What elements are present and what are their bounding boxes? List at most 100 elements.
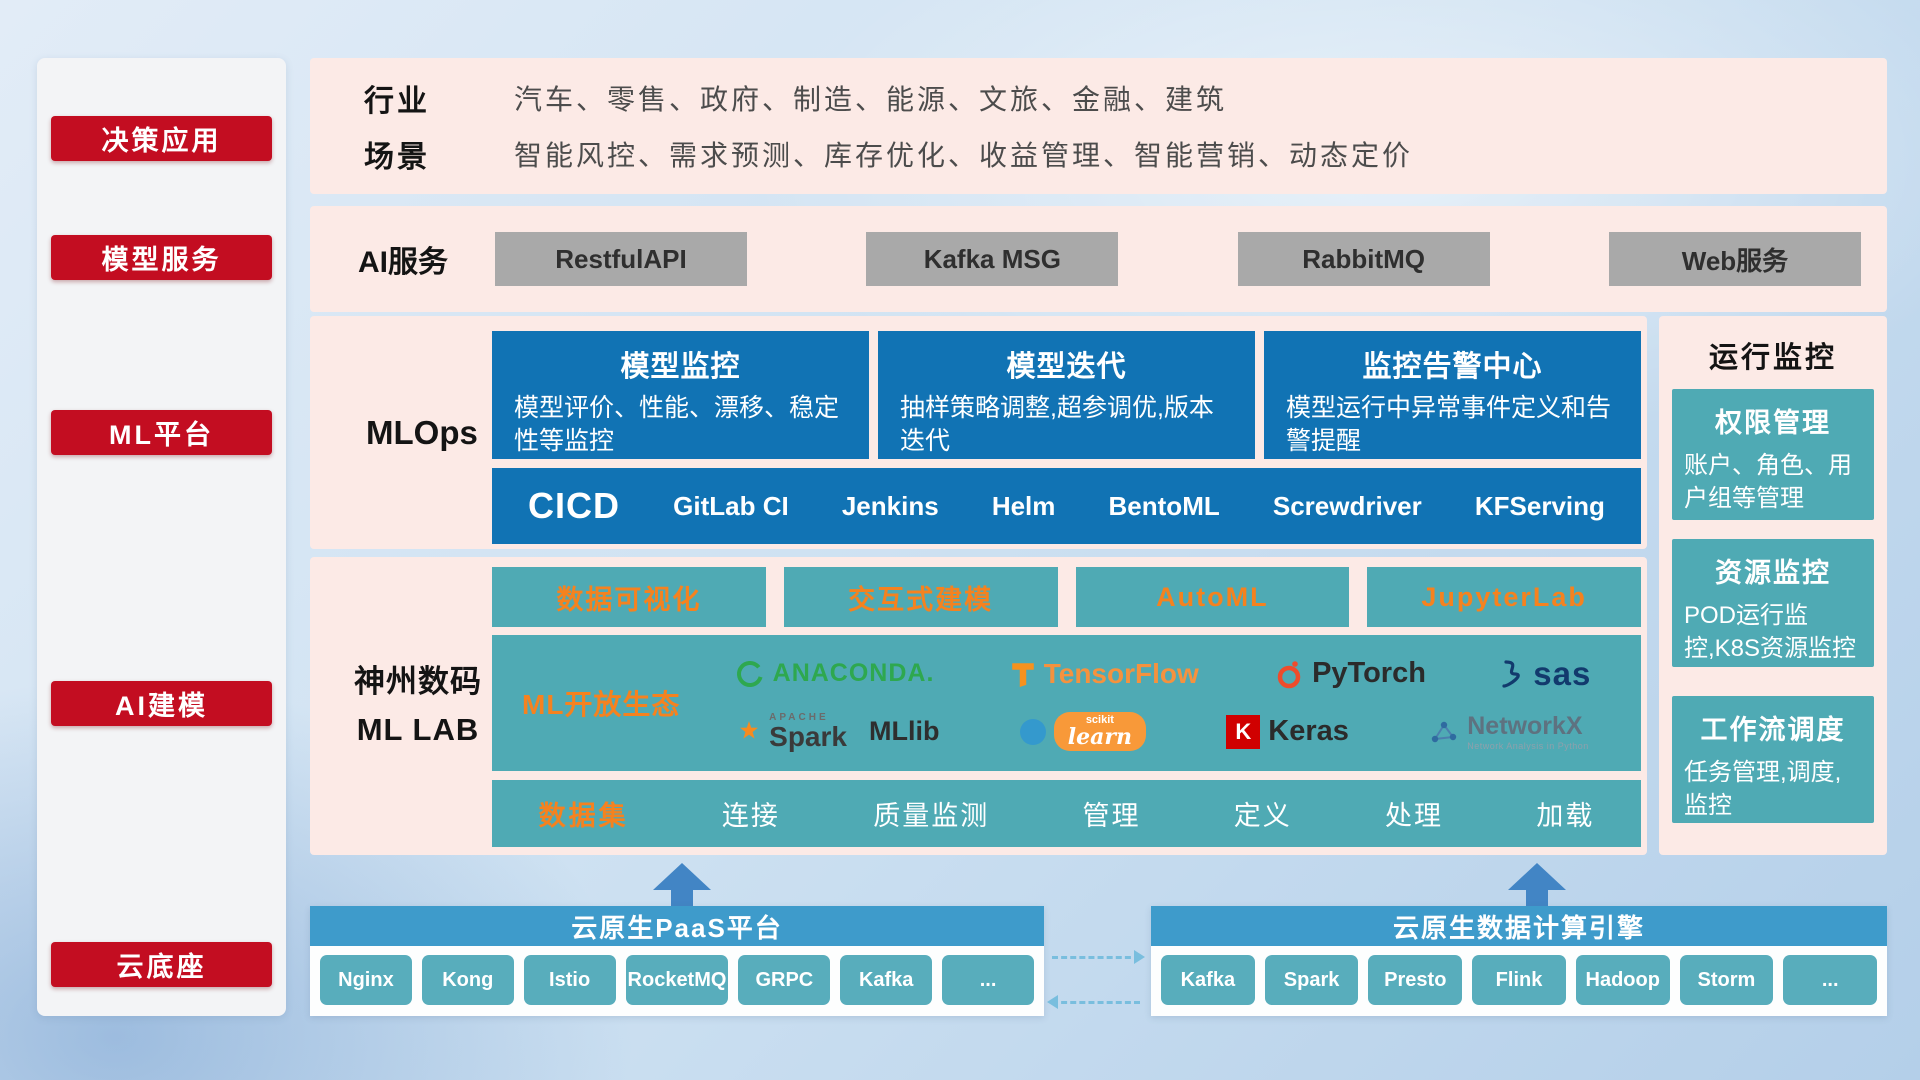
- card-title: 监控告警中心: [1362, 351, 1543, 383]
- dataset-item-manage: 管理: [1082, 801, 1141, 831]
- spark-wordmark: Spark: [769, 720, 847, 752]
- spark-wordmark-stack: APACHE Spark: [769, 711, 847, 752]
- presto-chip: Presto: [1368, 955, 1463, 1005]
- dataset-item-define: 定义: [1233, 801, 1292, 831]
- sas-logo: sas: [1501, 655, 1591, 693]
- industry-list: 汽车、零售、政府、制造、能源、文旅、金融、建筑: [514, 84, 1228, 115]
- cicd-item-kfserving: KFServing: [1474, 490, 1605, 521]
- permission-management-card: 权限管理 账户、角色、用户组等管理: [1672, 389, 1874, 520]
- tensorflow-wordmark: TensorFlow: [1043, 657, 1199, 689]
- tensorflow-icon: [1011, 663, 1034, 688]
- up-arrow-right: [1508, 863, 1566, 907]
- paas-components: Nginx Kong Istio RocketMQ GRPC Kafka ...: [310, 946, 1044, 1016]
- scene-label: 场景: [364, 141, 430, 174]
- cicd-bar: CICD GitLab CI Jenkins Helm BentoML Scre…: [492, 468, 1641, 544]
- cicd-item-helm: Helm: [991, 490, 1056, 521]
- ai-service-buttons: RestfulAPI Kafka MSG RabbitMQ Web服务: [495, 232, 1861, 286]
- dashed-arrow-right: [1052, 950, 1145, 964]
- networkx-icon: [1432, 721, 1457, 742]
- application-panel: 行业 汽车、零售、政府、制造、能源、文旅、金融、建筑 场景 智能风控、需求预测、…: [310, 58, 1887, 194]
- mllab-panel: 神州数码 ML LAB 数据可视化 交互式建模 AutoML JupyterLa…: [310, 557, 1647, 855]
- pytorch-logo: PyTorch: [1274, 657, 1426, 690]
- mllib-wordmark: MLlib: [868, 716, 940, 747]
- web-service-button: Web服务: [1608, 232, 1861, 286]
- scikit-learn-logo: scikit learn: [1019, 712, 1146, 752]
- mlops-label: MLOps: [366, 413, 478, 451]
- cicd-item-bentoml: BentoML: [1108, 490, 1220, 521]
- mllab-label: 神州数码 ML LAB: [338, 658, 498, 754]
- ml-ecosystem-box: ML开放生态 ANACONDA. TensorFlow PyTorch: [492, 635, 1641, 771]
- pytorch-icon: [1277, 660, 1301, 688]
- data-compute-engine-module: 云原生数据计算引擎 Kafka Spark Presto Flink Hadoo…: [1151, 906, 1887, 1016]
- automl-box: AutoML: [1075, 567, 1350, 627]
- networkx-logo: NetworkX Network Analysis in Python: [1429, 712, 1589, 751]
- flink-chip: Flink: [1472, 955, 1566, 1005]
- rocketmq-chip: RocketMQ: [625, 955, 729, 1005]
- spark-mllib-logo: APACHE Spark MLlib: [737, 711, 940, 752]
- mllab-tools-row: 数据可视化 交互式建模 AutoML JupyterLab: [492, 567, 1641, 627]
- rabbitmq-button: RabbitMQ: [1237, 232, 1490, 286]
- anaconda-logo: ANACONDA.: [735, 659, 935, 689]
- cicd-item-screwdriver: Screwdriver: [1272, 490, 1422, 521]
- cicd-item-gitlab: GitLab CI: [673, 490, 789, 521]
- dataset-label: 数据集: [538, 801, 629, 831]
- scene-list: 智能风控、需求预测、库存优化、收益管理、智能营销、动态定价: [514, 140, 1414, 171]
- card-desc: 账户、角色、用户组等管理: [1684, 452, 1852, 513]
- keras-logo: K Keras: [1226, 714, 1349, 749]
- cicd-title: CICD: [528, 485, 620, 526]
- data-visualization-box: 数据可视化: [492, 567, 766, 627]
- mlops-cards: 模型监控 模型评价、性能、漂移、稳定性等监控 模型迭代 抽样策略调整,超参调优,…: [492, 331, 1641, 459]
- sas-wordmark: sas: [1533, 654, 1592, 692]
- scikit-blob: scikit learn: [1053, 712, 1146, 752]
- card-title: 模型监控: [620, 351, 741, 383]
- spark-chip: Spark: [1264, 955, 1359, 1005]
- hadoop-chip: Hadoop: [1575, 955, 1670, 1005]
- mlops-panel: MLOps 模型监控 模型评价、性能、漂移、稳定性等监控 模型迭代 抽样策略调整…: [310, 316, 1647, 549]
- model-iteration-card: 模型迭代 抽样策略调整,超参调优,版本迭代: [878, 331, 1255, 459]
- dataset-bar: 数据集 连接 质量监测 管理 定义 处理 加载: [492, 780, 1641, 847]
- learn-wordmark: learn: [1067, 724, 1132, 751]
- card-desc: 抽样策略调整,超参调优,版本迭代: [900, 394, 1214, 455]
- keras-icon: K: [1226, 714, 1261, 749]
- kong-chip: Kong: [421, 955, 514, 1005]
- restfulapi-button: RestfulAPI: [495, 232, 747, 286]
- istio-chip: Istio: [523, 955, 616, 1005]
- dataset-item-quality: 质量监测: [873, 801, 990, 831]
- logo-row-1: ANACONDA. TensorFlow PyTorch sas: [697, 655, 1629, 693]
- keras-wordmark: Keras: [1268, 715, 1349, 748]
- layer-label-model-service: 模型服务: [51, 235, 272, 280]
- grpc-chip: GRPC: [738, 955, 831, 1005]
- alert-center-card: 监控告警中心 模型运行中异常事件定义和告警提醒: [1264, 331, 1641, 459]
- card-title: 资源监控: [1715, 558, 1831, 588]
- networkx-wordmark-stack: NetworkX Network Analysis in Python: [1467, 712, 1589, 751]
- runtime-monitoring-panel: 运行监控 权限管理 账户、角色、用户组等管理 资源监控 POD运行监控,K8S资…: [1659, 316, 1887, 855]
- kafka-chip: Kafka: [1161, 955, 1255, 1005]
- anaconda-wordmark: ANACONDA.: [772, 659, 935, 688]
- mllab-label-line1: 神州数码: [354, 663, 482, 699]
- pytorch-wordmark: PyTorch: [1312, 657, 1426, 690]
- cloud-paas-module: 云原生PaaS平台 Nginx Kong Istio RocketMQ GRPC…: [310, 906, 1044, 1016]
- card-desc: 模型运行中异常事件定义和告警提醒: [1286, 394, 1612, 455]
- paas-title-bar: 云原生PaaS平台: [310, 906, 1044, 946]
- model-monitoring-card: 模型监控 模型评价、性能、漂移、稳定性等监控: [492, 331, 869, 459]
- ai-service-label: AI服务: [358, 246, 448, 279]
- ecosystem-label: ML开放生态: [522, 689, 681, 720]
- card-desc: 任务管理,调度,监控: [1684, 759, 1842, 820]
- kafka-msg-button: Kafka MSG: [866, 232, 1119, 286]
- ai-service-panel: AI服务 RestfulAPI Kafka MSG RabbitMQ Web服务: [310, 206, 1887, 312]
- layer-label-decision-application: 决策应用: [51, 116, 272, 161]
- scikit-circle-icon: [1019, 718, 1046, 745]
- kafka-chip: Kafka: [840, 955, 933, 1005]
- card-desc: 模型评价、性能、漂移、稳定性等监控: [514, 394, 840, 455]
- card-title: 权限管理: [1715, 408, 1831, 438]
- apache-label: APACHE: [769, 711, 829, 723]
- card-title: 工作流调度: [1700, 715, 1846, 745]
- layer-label-ml-platform: ML平台: [51, 410, 272, 455]
- engine-title-bar: 云原生数据计算引擎: [1151, 906, 1887, 946]
- card-title: 模型迭代: [1006, 351, 1127, 383]
- workflow-scheduling-card: 工作流调度 任务管理,调度,监控: [1672, 696, 1874, 823]
- interactive-modeling-box: 交互式建模: [783, 567, 1058, 627]
- cicd-item-jenkins: Jenkins: [841, 490, 939, 521]
- more-chip: ...: [942, 955, 1034, 1005]
